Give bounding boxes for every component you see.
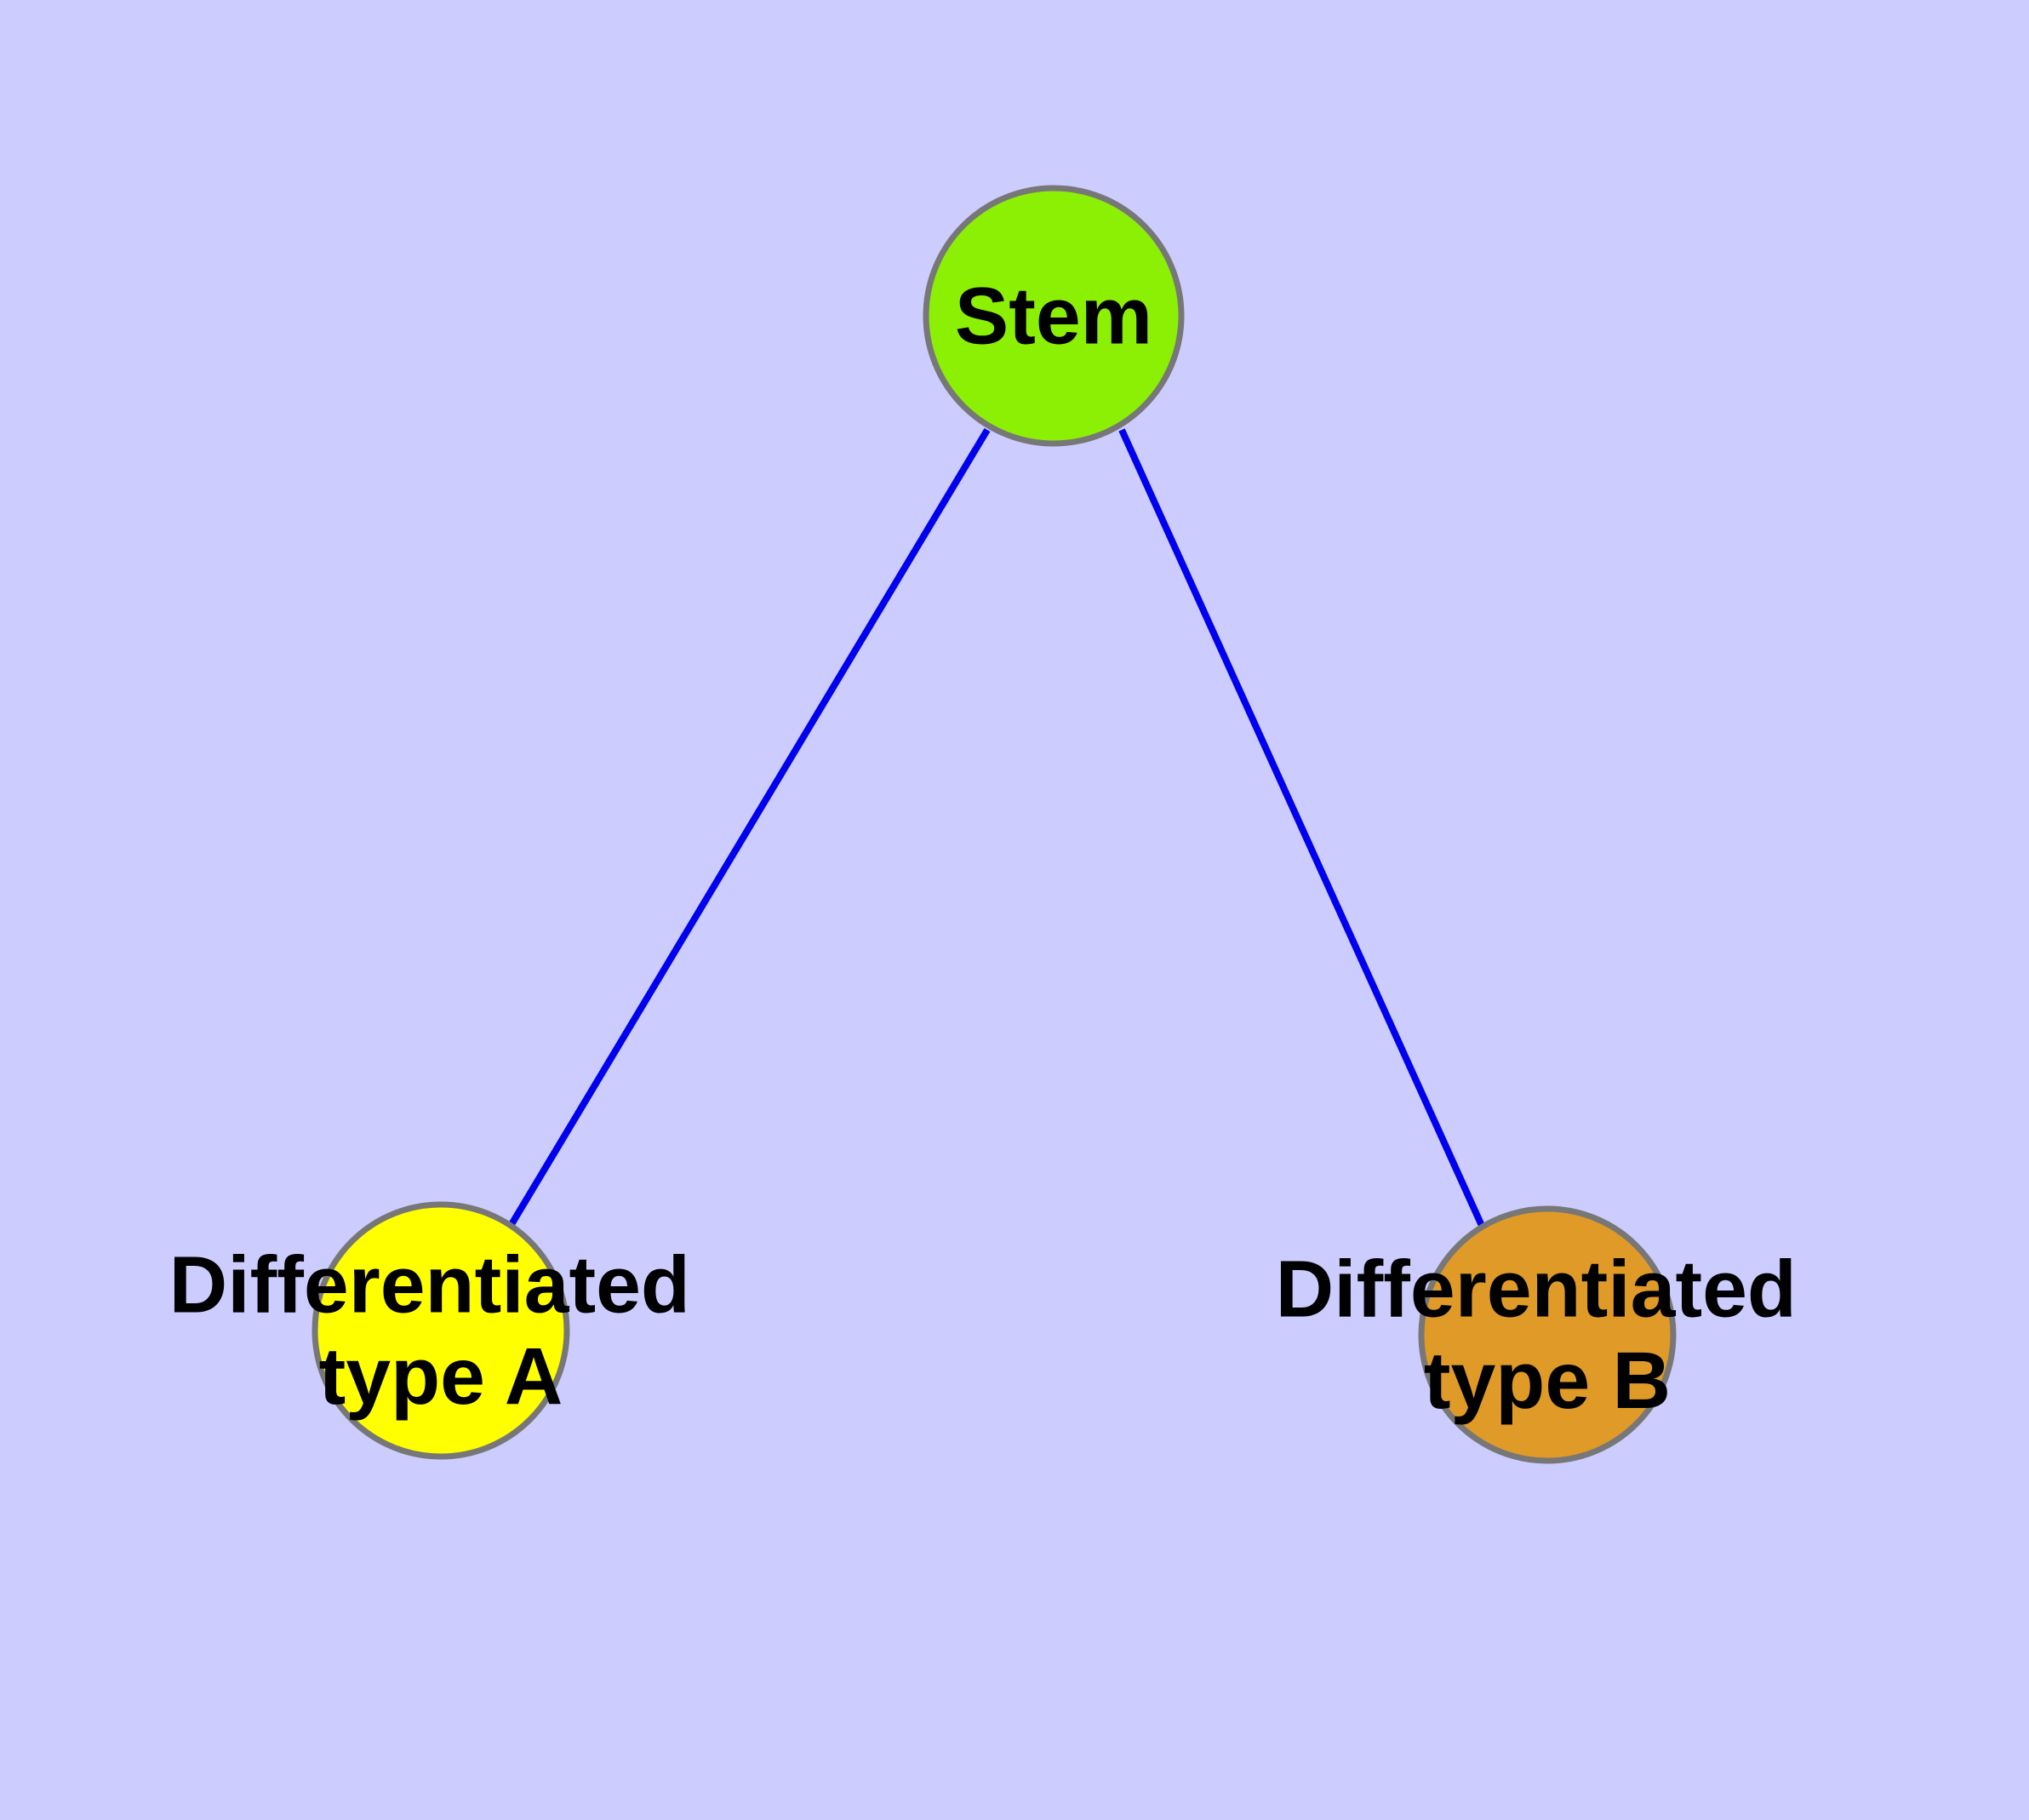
node-diff-type-a-label-line-1: Differentiated	[169, 1240, 690, 1331]
node-layer: Stem Differentiated type A Differentiate…	[169, 185, 1820, 1464]
edge-layer	[507, 427, 1486, 1229]
node-diff-type-b-circle[interactable]	[1418, 1205, 1677, 1464]
node-stem-label: Stem	[955, 271, 1152, 361]
edge-stem-to-type-a	[507, 427, 991, 1228]
node-diff-type-b-label: Differentiated type B	[1276, 1245, 1820, 1426]
node-diff-type-b-label-line-2: type B	[1424, 1336, 1671, 1426]
node-diff-type-a-label: Differentiated type A	[169, 1240, 713, 1422]
node-diff-type-b[interactable]: Differentiated type B	[1276, 1205, 1820, 1464]
node-diff-type-a[interactable]: Differentiated type A	[169, 1201, 713, 1460]
node-stem[interactable]: Stem	[923, 185, 1185, 447]
edge-stem-to-type-b	[1118, 428, 1486, 1229]
node-diff-type-b-label-line-1: Differentiated	[1276, 1245, 1797, 1335]
node-stem-circle[interactable]	[923, 185, 1185, 447]
node-diff-type-a-circle[interactable]	[311, 1201, 570, 1460]
node-diff-type-a-label-line-2: type A	[319, 1331, 563, 1422]
node-stem-label-line-1: Stem	[955, 271, 1152, 361]
